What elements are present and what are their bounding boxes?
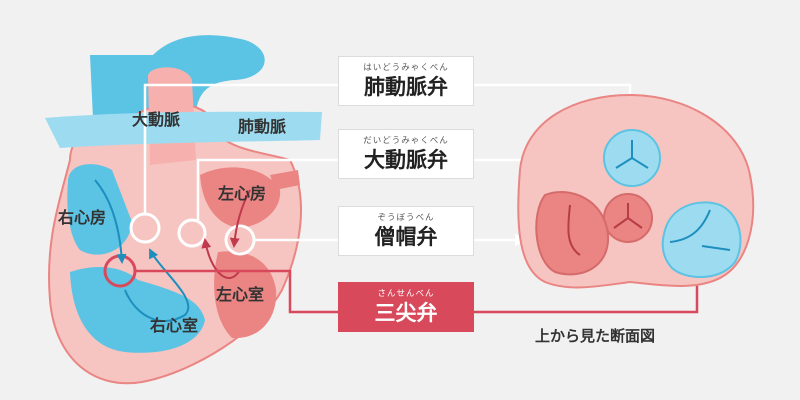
pulmonary-artery [45, 111, 322, 148]
label-left-atrium: 左心房 [218, 184, 267, 203]
valve-ruby: さんせんべん [377, 289, 435, 299]
label-aorta: 大動脈 [132, 110, 181, 129]
flow-arrow [94, 179, 127, 264]
valve-ruby: だいどうみゃくべん [363, 136, 449, 146]
pulmonary-vein [270, 170, 300, 190]
cross-section-illustration [517, 93, 755, 289]
flow-arrow [229, 189, 251, 248]
valve-ruby: はいどうみゃくべん [363, 63, 449, 73]
valve-name: 大動脈弁 [364, 148, 448, 172]
connector-tricuspid [135, 260, 704, 314]
left-ventricle-chamber [214, 251, 277, 339]
mitral-valve-section [535, 190, 610, 276]
flow-arrow [201, 238, 241, 279]
label-right-atrium: 右心房 [58, 208, 107, 227]
cross-section-caption: 上から見た断面図 [535, 327, 656, 345]
valve-name: 僧帽弁 [374, 225, 438, 249]
valve-box-tricuspid: さんせんべん 三尖弁 [338, 282, 474, 332]
pulmonary-valve-leaflets [615, 140, 649, 169]
valve-box-mitral: ぞうぼうべん 僧帽弁 [338, 206, 474, 256]
valve-ruby: ぞうぼうべん [377, 213, 435, 223]
valve-ring-aortic [177, 218, 207, 248]
valve-name: 肺動脈弁 [364, 75, 448, 99]
left-atrium-chamber [200, 167, 281, 228]
label-pulmonary-artery: 肺動脈 [238, 117, 287, 136]
right-atrium-chamber [67, 164, 132, 255]
mitral-valve-leaflets [567, 204, 581, 256]
tricuspid-valve-section [661, 201, 742, 279]
label-right-ventricle: 右心室 [150, 316, 199, 335]
valve-name: 三尖弁 [374, 301, 438, 325]
heart-illustration [45, 35, 322, 385]
label-left-ventricle: 左心室 [216, 285, 265, 304]
tricuspid-valve-leaflets [669, 209, 731, 251]
aortic-valve-leaflets [613, 203, 643, 229]
valve-box-pulmonary: はいどうみゃくべん 肺動脈弁 [338, 56, 474, 106]
valve-box-aortic: だいどうみゃくべん 大動脈弁 [338, 129, 474, 179]
